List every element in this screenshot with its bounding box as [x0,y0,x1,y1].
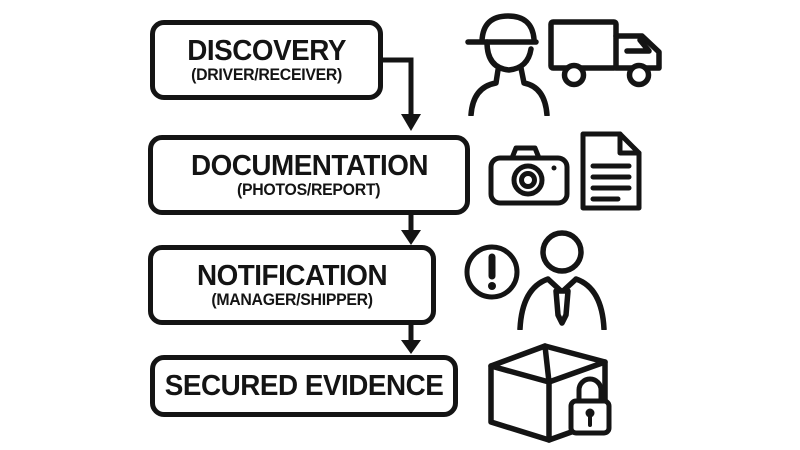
step-box-secured-evidence: SECURED EVIDENCE [150,355,458,417]
padlock-icon [568,376,612,436]
manager-person-icon [512,228,612,330]
report-document-icon [578,130,644,212]
step-title: NOTIFICATION [196,259,388,292]
step-title: DOCUMENTATION [190,149,428,182]
camera-icon [488,143,570,207]
step-subtitle: (DRIVER/RECEIVER) [191,66,342,85]
arrowhead [401,230,421,245]
step-box-documentation: DOCUMENTATION (PHOTOS/REPORT) [148,135,470,215]
truck-icon [547,18,665,90]
arrowhead [401,114,421,131]
alert-exclamation-icon [463,243,521,301]
arrow-discovery-to-documentation [380,57,414,119]
step-title: SECURED EVIDENCE [164,369,444,402]
delivery-driver-icon [460,8,555,116]
package-box-icon [483,338,616,446]
step-title: DISCOVERY [187,34,346,67]
step-box-discovery: DISCOVERY (DRIVER/RECEIVER) [150,20,383,100]
step-subtitle: (MANAGER/SHIPPER) [211,291,373,310]
step-subtitle: (PHOTOS/REPORT) [237,181,381,200]
arrowhead [401,340,421,354]
step-box-notification: NOTIFICATION (MANAGER/SHIPPER) [148,245,436,325]
